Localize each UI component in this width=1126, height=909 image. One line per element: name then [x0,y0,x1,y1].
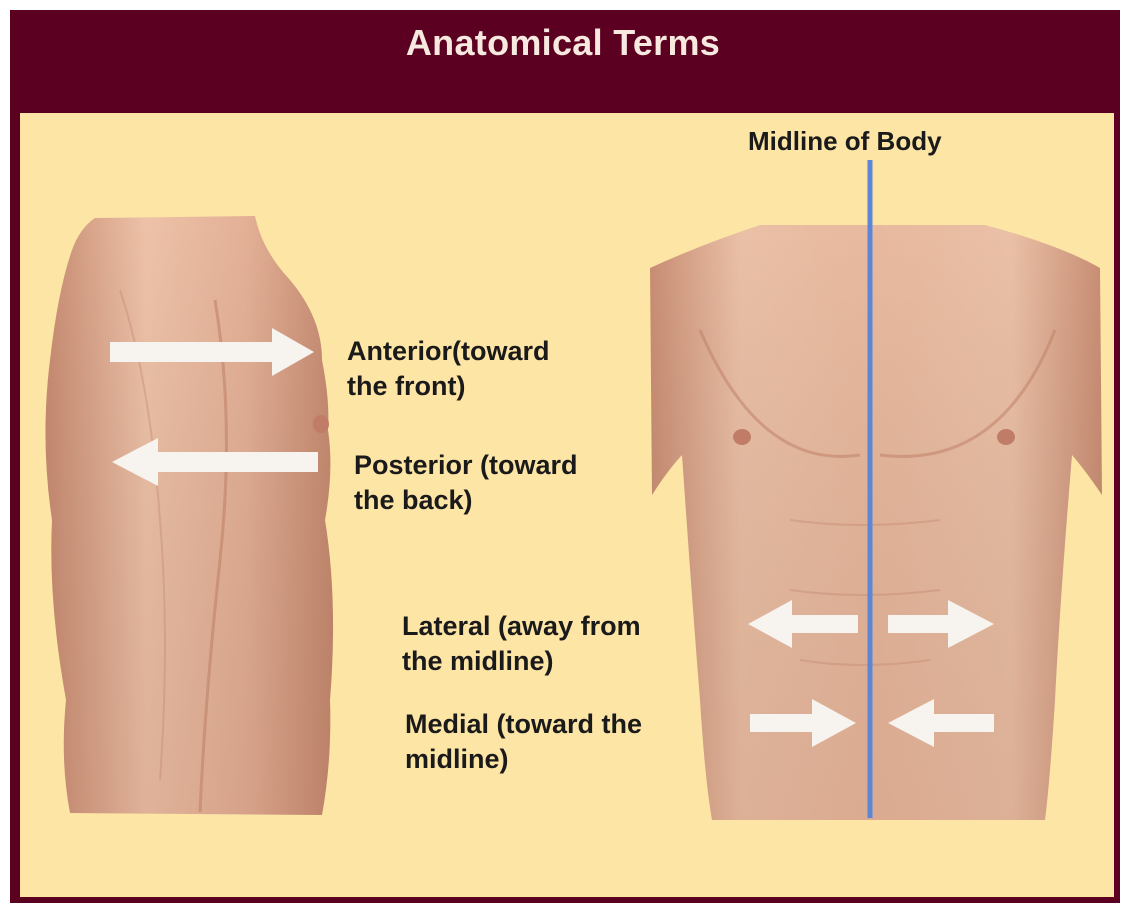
midline-label: Midline of Body [748,124,942,159]
lateral-label: Lateral (away from the midline) [402,609,641,679]
lateral-label-line: the midline) [402,644,641,679]
anterior-label: Anterior(toward the front) [347,334,550,404]
posterior-label-line: the back) [354,483,578,518]
posterior-label-line: Posterior (toward [354,448,578,483]
side-torso-figure [45,216,333,815]
anterior-label-line: the front) [347,369,550,404]
medial-label: Medial (toward the midline) [405,707,642,777]
medial-label-line: Medial (toward the [405,707,642,742]
medial-label-line: midline) [405,742,642,777]
posterior-label: Posterior (toward the back) [354,448,578,518]
front-torso-figure [650,225,1102,820]
lateral-label-line: Lateral (away from [402,609,641,644]
anterior-label-line: Anterior(toward [347,334,550,369]
